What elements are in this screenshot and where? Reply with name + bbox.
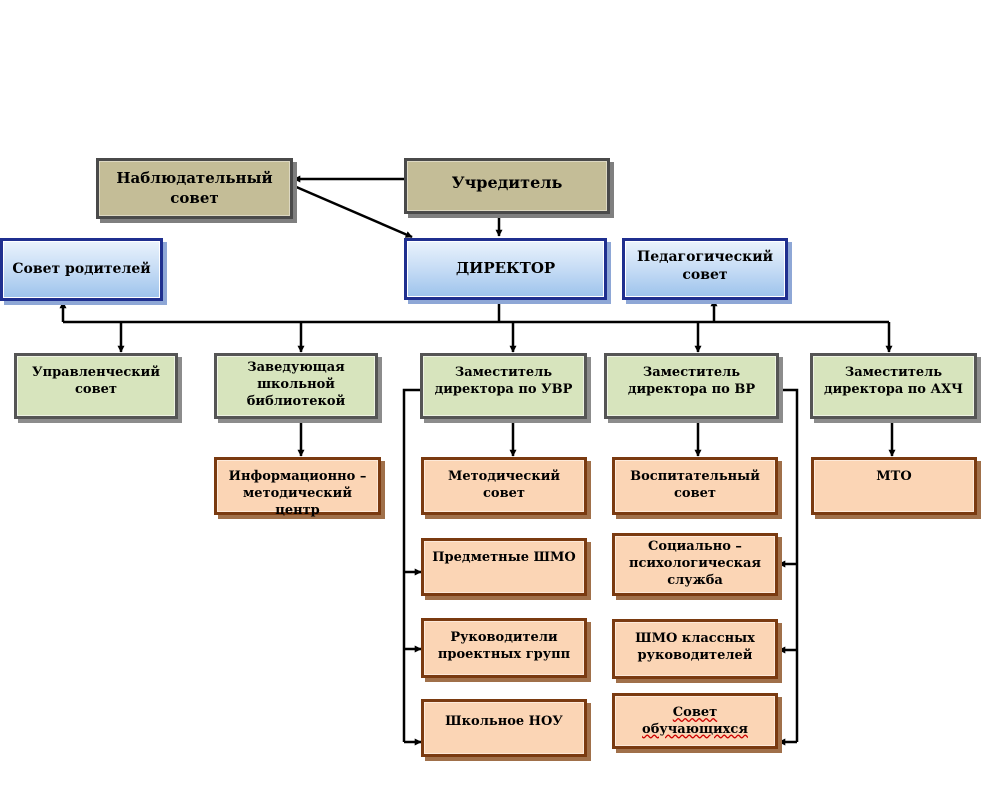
pedagogical-council-label: Педагогический совет (637, 249, 773, 284)
mto-box: МТО (811, 457, 977, 515)
management-council-box: Управленческий совет (14, 353, 178, 419)
method-council-label: Методический совет (447, 469, 561, 501)
project-leaders-label: Руководители проектных групп (437, 630, 571, 662)
deputy-ahch-box: Заместитель директора по АХЧ (810, 353, 977, 419)
director-box: ДИРЕКТОР (404, 238, 607, 300)
founder-box: Учредитель (404, 158, 610, 214)
supervisory-board-box: Наблюдательный совет (96, 158, 293, 219)
subject-shmo-label: Предметные ШМО (432, 550, 576, 565)
project-leaders-box: Руководители проектных групп (421, 618, 587, 678)
director-label: ДИРЕКТОР (455, 259, 556, 278)
school-nou-box: Школьное НОУ (421, 699, 587, 757)
founder-label: Учредитель (451, 173, 563, 192)
management-council-label: Управленческий совет (32, 365, 160, 397)
supervisory-board-label: Наблюдательный совет (116, 169, 273, 207)
bracket-uvr (402, 388, 421, 742)
deputy-uvr-box: Заместитель директора по УВР (420, 353, 587, 419)
library-head-label: Заведующая школьной библиотекой (246, 360, 346, 409)
info-method-center-label: Информационно – методический центр (228, 469, 367, 518)
bracket-vr (779, 388, 799, 742)
library-head-box: Заведующая школьной библиотекой (214, 353, 378, 419)
student-council-label: Совет обучающихся (642, 705, 748, 737)
deputy-uvr-label: Заместитель директора по УВР (434, 365, 573, 397)
pedagogical-council-box: Педагогический совет (622, 238, 788, 300)
parents-council-box: Совет родителей (0, 238, 163, 301)
social-psych-service-box: Социально – психологическая служба (612, 533, 778, 596)
student-council-box: Совет обучающихся (612, 693, 778, 749)
deputy-vr-box: Заместитель директора по ВР (604, 353, 779, 419)
class-teachers-shmo-label: ШМО классных руководителей (635, 631, 755, 663)
arrow-supervisory-to-director (293, 184, 413, 239)
info-method-center-box: Информационно – методический центр (214, 457, 381, 518)
social-psych-service-label: Социально – психологическая служба (628, 539, 762, 588)
edu-council-box: Воспитательный совет (612, 457, 778, 515)
deputy-ahch-label: Заместитель директора по АХЧ (823, 365, 964, 397)
method-council-box: Методический совет (421, 457, 587, 515)
class-teachers-shmo-box: ШМО классных руководителей (612, 619, 778, 679)
deputy-vr-label: Заместитель директора по ВР (627, 365, 756, 397)
mto-label: МТО (876, 469, 912, 484)
subject-shmo-box: Предметные ШМО (421, 538, 587, 596)
edu-council-label: Воспитательный совет (630, 469, 760, 501)
parents-council-label: Совет родителей (12, 261, 151, 278)
school-nou-label: Школьное НОУ (445, 714, 563, 729)
